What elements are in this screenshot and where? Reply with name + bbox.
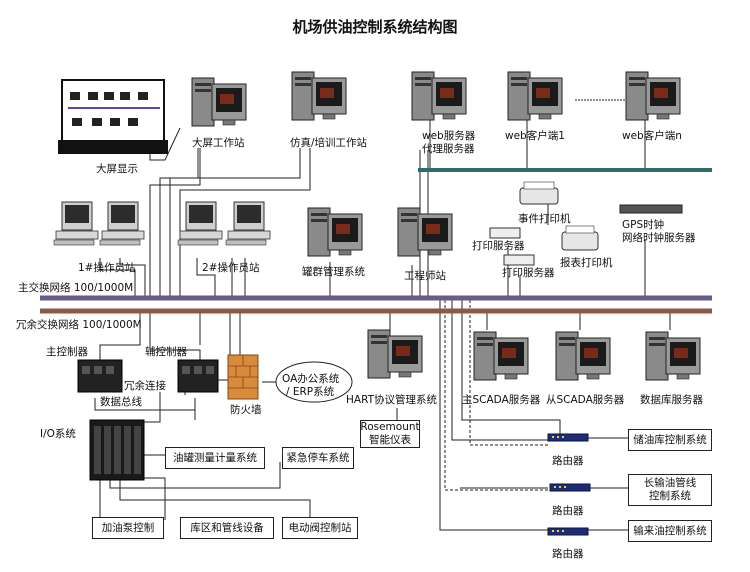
op-station-1-label: 1#操作员站: [78, 262, 136, 274]
dashed-links: [444, 300, 548, 491]
hart-mgmt-label: HART协议管理系统: [346, 394, 438, 406]
print-server-2-icon: [503, 254, 535, 266]
data-bus-label: 数据总线: [100, 396, 142, 408]
tank-mgmt-icon: [307, 207, 363, 257]
long-pipeline-label-1: 长输油管线: [643, 477, 697, 489]
sim-training-ws-icon: [291, 71, 347, 121]
engineer-station-label: 工程师站: [404, 270, 446, 282]
tank-mgmt-label: 罐群管理系统: [302, 266, 365, 278]
oa-erp-ellipse: [275, 361, 353, 403]
print-server-2-label: 打印服务器: [502, 267, 555, 279]
big-screen-ws-icon: [191, 77, 247, 127]
main-scada-label: 主SCADA服务器: [462, 394, 541, 406]
web-client-n-icon: [625, 71, 681, 121]
redundant-link-label: 冗余连接: [124, 380, 166, 392]
depot-control-box: 储油库控制系统: [628, 429, 712, 451]
big-screen-ws-label: 大屏工作站: [192, 137, 245, 149]
electric-valve-box: 电动阀控制站: [282, 517, 358, 539]
backup-scada-label: 从SCADA服务器: [546, 394, 625, 406]
rosemount-label-2: 智能仪表: [369, 434, 411, 446]
router-3-icon: [547, 527, 589, 536]
web-client-1-icon: [507, 71, 563, 121]
long-pipeline-label-2: 控制系统: [649, 490, 691, 502]
main-network-label: 主交换网络 100/1000M: [18, 282, 134, 294]
event-printer-label: 事件打印机: [518, 213, 571, 225]
web-client-n-label: web客户端n: [622, 130, 682, 142]
main-scada-icon: [473, 331, 529, 381]
io-system-label: I/O系统: [40, 428, 76, 440]
router-3-label: 路由器: [552, 548, 584, 560]
web-client-1-label: web客户端1: [505, 130, 565, 142]
router-1-label: 路由器: [552, 455, 584, 467]
sim-training-ws-label: 仿真/培训工作站: [290, 137, 368, 149]
proxy-server-label: 代理服务器: [422, 143, 475, 155]
router-2-icon: [549, 483, 591, 492]
aux-controller-label: 辅控制器: [145, 346, 187, 358]
big-screen-display-graphic: [58, 79, 168, 154]
gps-clock-label: GPS时钟: [622, 219, 665, 231]
router-1-icon: [547, 433, 589, 442]
big-screen-display-label: 大屏显示: [96, 163, 138, 175]
tank-metering-box: 油罐测量计量系统: [165, 447, 265, 469]
firewall-icon: [227, 354, 259, 400]
refuel-pump-box: 加油泵控制: [92, 517, 164, 539]
report-printer-icon: [561, 225, 599, 251]
main-controller-label: 主控制器: [46, 346, 88, 358]
backup-scada-icon: [555, 331, 611, 381]
network-time-server-label: 网络时钟服务器: [622, 232, 696, 244]
event-printer-icon: [519, 181, 559, 205]
rosemount-box: Rosemount 智能仪表: [360, 420, 420, 448]
aux-controller-icon: [177, 359, 219, 393]
db-server-label: 数据库服务器: [640, 394, 703, 406]
op-station-2-label: 2#操作员站: [202, 262, 260, 274]
tank-pipeline-equip-box: 库区和管线设备: [180, 517, 274, 539]
router-2-label: 路由器: [552, 505, 584, 517]
gps-clock-icon: [619, 204, 683, 214]
io-system-icon: [89, 419, 145, 481]
hart-mgmt-icon: [367, 329, 423, 379]
incoming-oil-control-box: 输来油控制系统: [628, 520, 712, 542]
redundant-network-label: 冗余交换网络 100/1000M: [16, 319, 142, 331]
web-server-label: web服务器: [422, 130, 476, 142]
report-printer-label: 报表打印机: [560, 257, 613, 269]
print-server-1-label: 打印服务器: [472, 240, 525, 252]
print-server-1-icon: [489, 227, 521, 239]
op-station-1-icon: [53, 201, 145, 246]
long-pipeline-box: 长输油管线 控制系统: [628, 474, 712, 506]
web-server-icon: [411, 71, 467, 121]
emergency-stop-box: 紧急停车系统: [282, 447, 354, 469]
firewall-label: 防火墙: [230, 404, 262, 416]
diagram-title: 机场供油控制系统结构图: [292, 18, 458, 36]
rosemount-label-1: Rosemount: [360, 421, 420, 433]
op-station-2-icon: [177, 201, 271, 246]
oa-label-2: / ERP系统: [286, 386, 335, 398]
engineer-station-icon: [397, 207, 453, 257]
main-controller-icon: [77, 359, 123, 393]
oa-label-1: OA办公系统: [282, 373, 340, 385]
db-server-icon: [645, 331, 701, 381]
